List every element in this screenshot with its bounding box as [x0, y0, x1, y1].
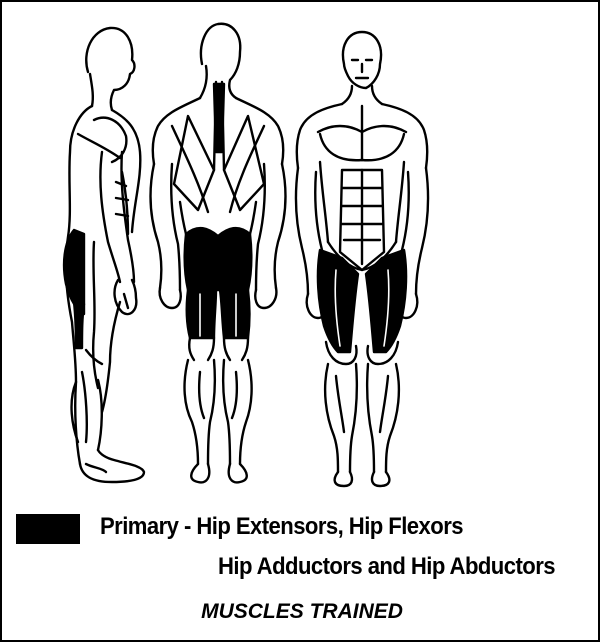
- legend-label-line2: Hip Adductors and Hip Abductors: [218, 553, 555, 581]
- diagram-caption: MUSCLES TRAINED: [2, 600, 600, 624]
- back-glutes-primary: [185, 228, 252, 290]
- side-view-figure: [64, 28, 144, 482]
- back-hamstring-left-primary: [187, 290, 216, 338]
- side-hamstring-primary: [74, 302, 84, 348]
- legend-label-line1: Primary - Hip Extensors, Hip Flexors: [100, 513, 463, 541]
- legend-swatch-primary: [16, 514, 80, 544]
- anatomy-figures: [2, 2, 600, 502]
- front-view-figure: [296, 32, 428, 486]
- back-hamstring-right-primary: [220, 290, 250, 338]
- back-view-figure: [151, 24, 286, 483]
